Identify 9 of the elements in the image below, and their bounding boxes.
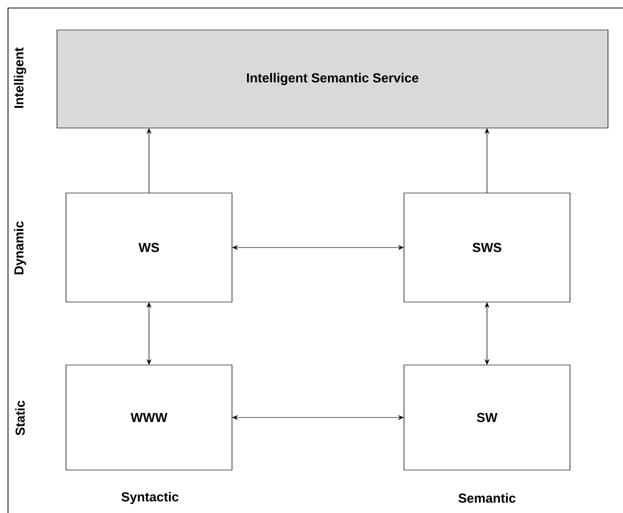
layer-box: WS [66, 192, 232, 302]
arrow [232, 244, 404, 250]
column-label: Syntactic [121, 492, 179, 504]
arrow [232, 414, 404, 420]
layer-box: SW [404, 364, 570, 470]
row-label: Intelligent [14, 47, 26, 108]
layer-box: WWW [66, 364, 232, 470]
service-box: Intelligent Semantic Service [56, 30, 608, 128]
layer-box: SWS [404, 192, 570, 302]
